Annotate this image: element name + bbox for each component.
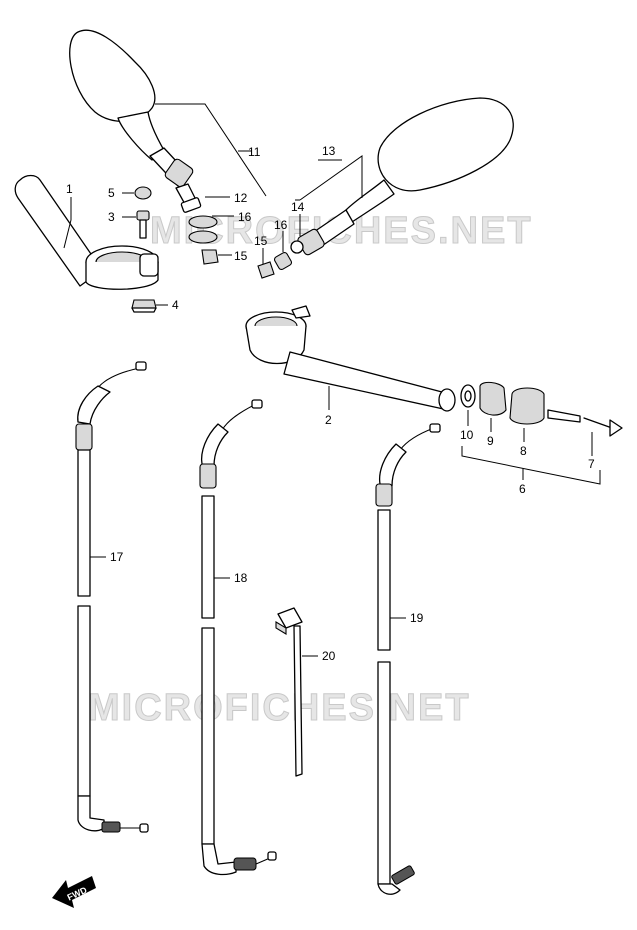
fwd-arrow-icon: FWD: [52, 876, 96, 908]
callout-12: 12: [234, 191, 248, 205]
callout-17: 17: [110, 550, 124, 564]
throttle-cable-19: [375, 423, 441, 895]
callout-3: 3: [108, 210, 115, 224]
callout-13: 13: [322, 144, 336, 158]
callout-11: 11: [248, 145, 261, 159]
callout-labels: 1 5 3 4 11 12 16 15 13 14 16 15 2 10 9 8…: [66, 144, 595, 663]
cable-clamp-20: [275, 607, 303, 777]
leader-lines: [63, 103, 601, 657]
callout-16-left: 16: [238, 210, 252, 224]
watermark-middle: MICROFICHES.NET: [88, 687, 471, 729]
callout-8: 8: [520, 444, 527, 458]
callout-2: 2: [325, 413, 332, 427]
callout-15-left: 15: [234, 249, 248, 263]
throttle-cable-17: [75, 361, 149, 833]
small-parts: [131, 186, 293, 313]
callout-6: 6: [519, 482, 526, 496]
callout-10: 10: [460, 428, 474, 442]
callout-20: 20: [322, 649, 336, 663]
callout-7: 7: [588, 457, 595, 471]
right-mirror: [290, 97, 514, 256]
left-handlebar: [14, 174, 159, 290]
left-mirror: [69, 29, 197, 207]
callout-18: 18: [234, 571, 248, 585]
callout-19: 19: [410, 611, 424, 625]
right-handlebar: [245, 305, 456, 412]
callout-16-right: 16: [274, 218, 288, 232]
bar-end-assembly: [460, 381, 623, 437]
callout-14: 14: [291, 200, 305, 214]
callout-15-right: 15: [254, 234, 268, 248]
throttle-cable-18: [199, 399, 277, 876]
callout-4: 4: [172, 298, 179, 312]
callout-1: 1: [66, 182, 73, 196]
callout-9: 9: [487, 434, 494, 448]
callout-5: 5: [108, 186, 115, 200]
